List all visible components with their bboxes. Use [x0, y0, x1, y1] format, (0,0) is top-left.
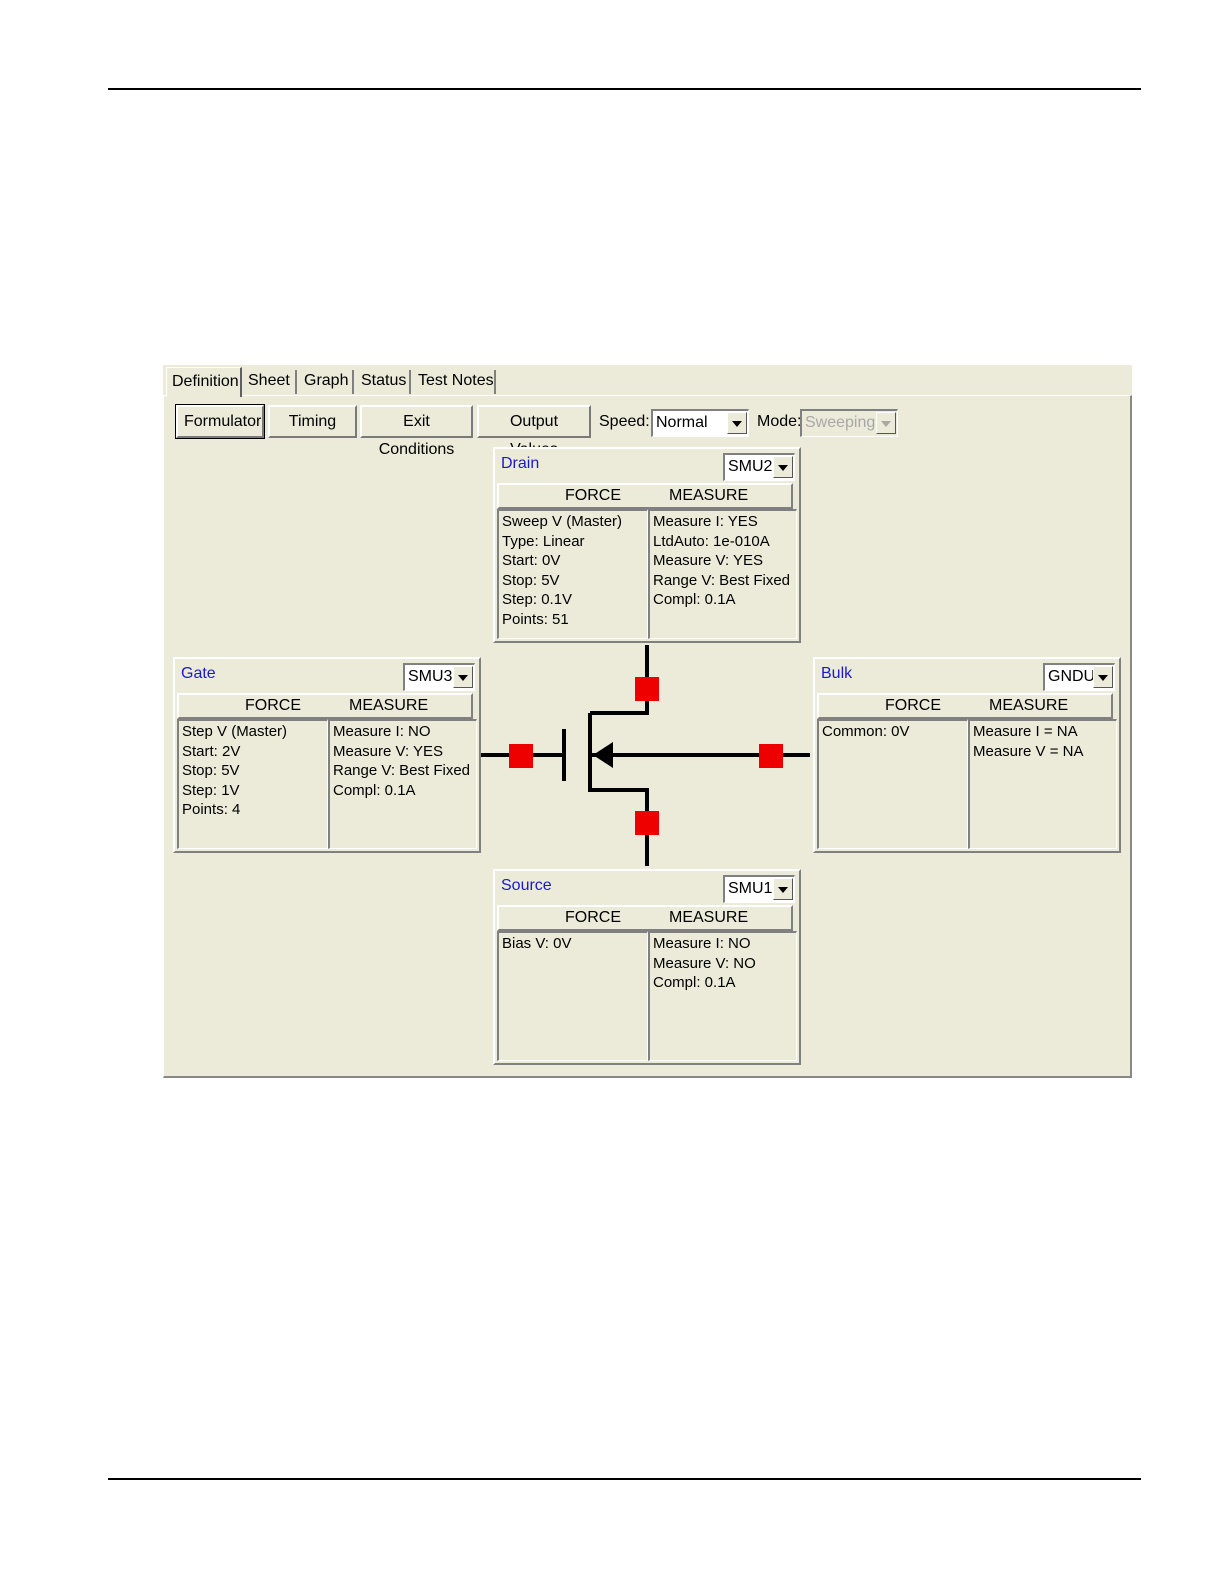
channel-line: [588, 713, 592, 792]
exit-conditions-button[interactable]: Exit Conditions: [360, 405, 473, 458]
gate-terminal: Gate SMU3 FORCE MEASURE Step V (Master) …: [173, 657, 481, 853]
footer-rule: [108, 1478, 1141, 1480]
list-item: LtdAuto: 1e-010A: [653, 532, 770, 550]
source-header: FORCE MEASURE: [497, 905, 793, 931]
drain-title: Drain: [501, 455, 540, 472]
bulk-measure-list: Measure I = NA Measure V = NA: [968, 719, 1117, 849]
chevron-down-icon: [876, 412, 896, 434]
chevron-down-icon[interactable]: [1093, 666, 1113, 688]
list-item: Start: 2V: [182, 742, 241, 760]
definition-panel: Definition Sheet Graph Status Test Notes…: [163, 365, 1132, 1078]
source-smu-value: SMU1: [728, 880, 773, 897]
timing-button[interactable]: Timing: [268, 405, 357, 438]
list-item: Points: 51: [502, 610, 569, 628]
force-header: FORCE: [565, 487, 621, 504]
bulk-header: FORCE MEASURE: [817, 693, 1113, 719]
measure-header: MEASURE: [989, 697, 1069, 714]
source-measure-list: Measure I: NO Measure V: NO Compl: 0.1A: [648, 931, 797, 1061]
drain-pad[interactable]: [635, 677, 659, 701]
list-item: Measure I: YES: [653, 513, 758, 530]
list-item: Step V (Master): [182, 723, 288, 740]
list-item: Measure I: NO: [653, 935, 751, 952]
gate-title: Gate: [181, 665, 216, 682]
bulk-terminal: Bulk GNDU FORCE MEASURE Common: 0V Measu…: [813, 657, 1121, 853]
list-item: Range V: Best Fixed: [333, 762, 471, 779]
list-item: Measure V: YES: [333, 742, 444, 760]
drain-channel-wire: [590, 711, 649, 715]
gate-plate: [562, 729, 566, 781]
gate-smu-select[interactable]: SMU3: [403, 663, 475, 691]
source-terminal: Source SMU1 FORCE MEASURE Bias V: 0V Mea…: [493, 869, 801, 1065]
source-channel-wire: [590, 788, 649, 792]
chevron-down-icon[interactable]: [773, 456, 793, 478]
source-force-list: Bias V: 0V: [497, 931, 648, 1061]
list-item: Step: 1V: [182, 781, 240, 799]
list-item: Stop: 5V: [502, 571, 560, 589]
tab-sheet[interactable]: Sheet: [243, 370, 297, 394]
tab-definition[interactable]: Definition: [166, 367, 242, 397]
gate-header: FORCE MEASURE: [177, 693, 473, 719]
drain-force-list: Sweep V (Master) Type: Linear Start: 0V …: [497, 509, 648, 639]
list-item: Range V: Best Fixed: [653, 571, 791, 589]
drain-terminal: Drain SMU2 FORCE MEASURE Sweep V (Master…: [493, 447, 801, 643]
output-values-button[interactable]: Output Values: [477, 405, 591, 458]
gate-measure-list: Measure I: NO Measure V: YES Range V: Be…: [328, 719, 477, 849]
chevron-down-icon[interactable]: [453, 666, 473, 688]
list-item: Step: 0.1V: [502, 591, 573, 608]
header-rule: [108, 88, 1141, 90]
bulk-pad[interactable]: [759, 744, 783, 768]
speed-select[interactable]: Normal: [651, 409, 749, 437]
speed-label: Speed:: [599, 413, 650, 430]
measure-header: MEASURE: [669, 909, 749, 926]
drain-smu-select[interactable]: SMU2: [723, 453, 795, 481]
list-item: Points: 4: [182, 801, 241, 818]
drain-smu-value: SMU2: [728, 458, 773, 475]
mode-select: Sweeping: [800, 409, 898, 437]
source-pad[interactable]: [635, 811, 659, 835]
mode-value: Sweeping: [805, 414, 876, 431]
bulk-smu-value: GNDU: [1048, 668, 1096, 685]
gate-pad[interactable]: [509, 744, 533, 768]
body-lead: [590, 753, 810, 757]
body-arrow-icon: [593, 742, 613, 768]
tab-body: [163, 395, 1132, 1078]
list-item: Sweep V (Master): [502, 513, 623, 530]
list-item: Measure V = NA: [973, 742, 1084, 760]
list-item: Bias V: 0V: [502, 935, 572, 952]
source-title: Source: [501, 877, 552, 894]
bulk-title: Bulk: [821, 665, 853, 682]
list-item: Measure V: YES: [653, 552, 764, 569]
bulk-force-list: Common: 0V: [817, 719, 968, 849]
chevron-down-icon[interactable]: [727, 412, 747, 434]
tab-graph[interactable]: Graph: [299, 370, 354, 394]
gate-smu-value: SMU3: [408, 668, 453, 685]
list-item: Measure I = NA: [973, 723, 1078, 740]
source-smu-select[interactable]: SMU1: [723, 875, 795, 903]
tab-strip: Definition Sheet Graph Status Test Notes: [163, 365, 1132, 397]
list-item: Type: Linear: [502, 532, 585, 550]
measure-header: MEASURE: [669, 487, 749, 504]
list-item: Stop: 5V: [182, 762, 240, 779]
list-item: Measure V: NO: [653, 954, 756, 972]
gate-force-list: Step V (Master) Start: 2V Stop: 5V Step:…: [177, 719, 328, 849]
bulk-smu-select[interactable]: GNDU: [1043, 663, 1115, 691]
tab-test-notes[interactable]: Test Notes: [413, 370, 496, 394]
drain-header: FORCE MEASURE: [497, 483, 793, 509]
speed-value: Normal: [656, 414, 708, 431]
force-header: FORCE: [245, 697, 301, 714]
list-item: Compl: 0.1A: [333, 781, 416, 799]
tab-status[interactable]: Status: [356, 370, 411, 394]
list-item: Compl: 0.1A: [653, 974, 736, 991]
list-item: Compl: 0.1A: [653, 591, 736, 608]
mode-label: Mode:: [757, 413, 802, 430]
formulator-button[interactable]: Formulator: [175, 404, 265, 439]
drain-measure-list: Measure I: YES LtdAuto: 1e-010A Measure …: [648, 509, 797, 639]
force-header: FORCE: [565, 909, 621, 926]
measure-header: MEASURE: [349, 697, 429, 714]
chevron-down-icon[interactable]: [773, 878, 793, 900]
list-item: Common: 0V: [822, 723, 910, 740]
force-header: FORCE: [885, 697, 941, 714]
list-item: Measure I: NO: [333, 723, 431, 740]
list-item: Start: 0V: [502, 552, 561, 569]
